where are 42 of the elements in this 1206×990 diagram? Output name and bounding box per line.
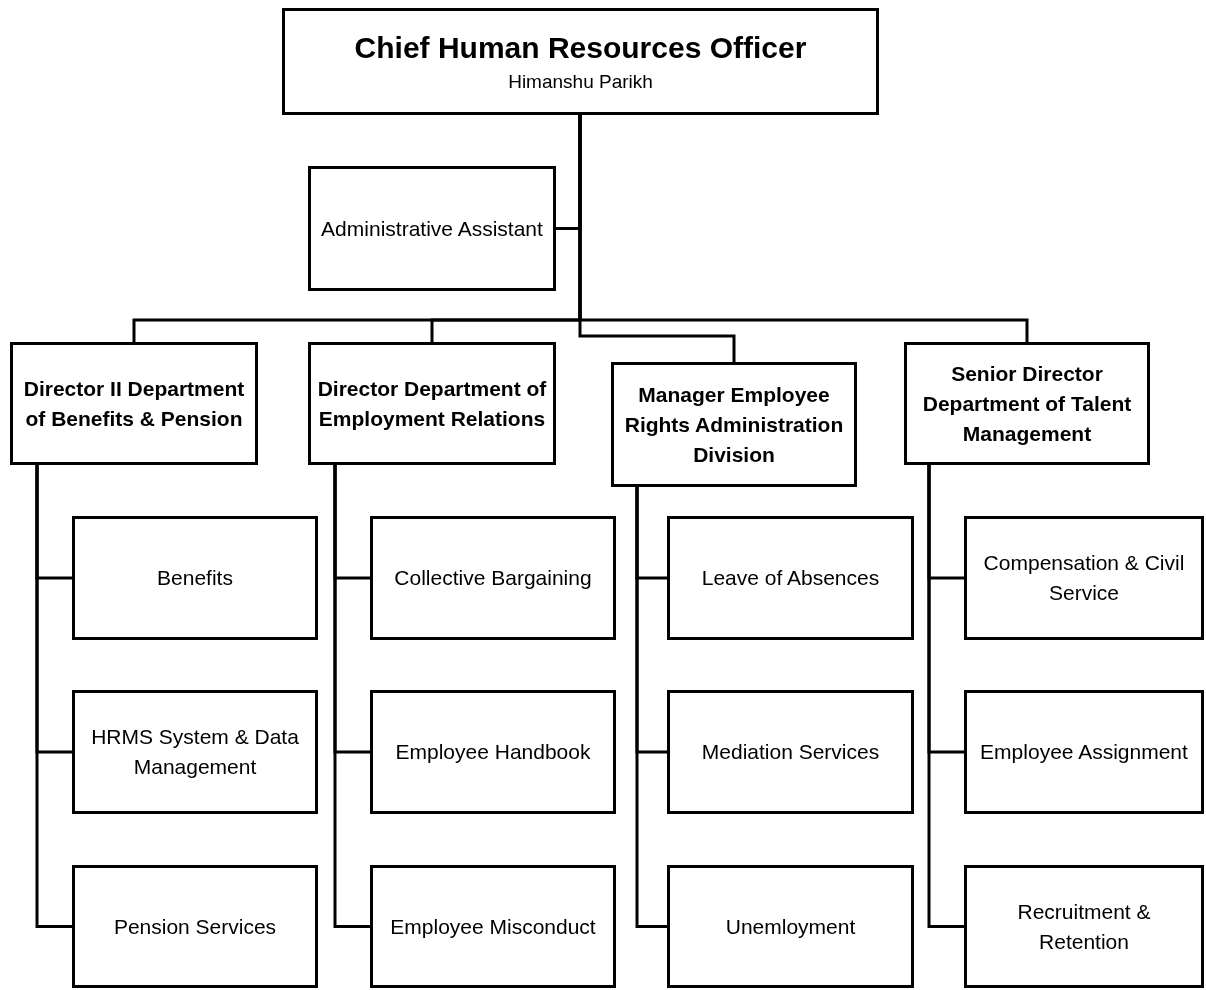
- connector-line: [333, 465, 370, 928]
- unit-name: Mediation Services: [701, 739, 880, 765]
- director-title: Manager Employee Rights Administration Division: [623, 381, 845, 468]
- connector-line: [635, 487, 667, 928]
- unit-box: [964, 516, 1204, 640]
- unit-name: Administrative Assistant: [321, 215, 543, 242]
- unit-box: [72, 690, 318, 814]
- director-box: [308, 342, 556, 465]
- executive-name: Himanshu Parikh: [508, 70, 653, 95]
- unit-name: Collective Bargaining: [394, 565, 592, 591]
- unit-box: [72, 865, 318, 988]
- unit-name: Employee Assignment: [980, 739, 1188, 765]
- director-title: Director Department of Employment Relations: [316, 375, 548, 432]
- unit-name: Employee Misconduct: [390, 913, 596, 940]
- director-box: [611, 362, 857, 487]
- unit-name: Pension Services: [113, 913, 277, 940]
- director-box: [904, 342, 1150, 465]
- director-box: [10, 342, 258, 465]
- unit-box: [72, 516, 318, 640]
- unit-box: [964, 865, 1204, 988]
- unit-name: HRMS System & Data Management: [90, 724, 300, 780]
- unit-name: Employee Handbook: [395, 739, 591, 765]
- unit-box: [964, 690, 1204, 814]
- executive-box: [282, 8, 879, 115]
- unit-box: [370, 516, 616, 640]
- unit-name: Leave of Absences: [701, 565, 880, 591]
- unit-box: [667, 865, 914, 988]
- unit-name: Recruitment & Retention: [1016, 898, 1152, 955]
- unit-box: [667, 690, 914, 814]
- director-title: Director II Department of Benefits & Pension: [22, 375, 246, 432]
- unit-box: [370, 865, 616, 988]
- unit-box: [667, 516, 914, 640]
- unit-name: Unemloyment: [725, 913, 856, 940]
- executive-title: Chief Human Resources Officer: [354, 29, 807, 66]
- unit-name: Compensation & Civil Service: [982, 550, 1186, 606]
- unit-box: [370, 690, 616, 814]
- unit-box: [308, 166, 556, 291]
- connector-line: [578, 115, 1029, 342]
- connector-line: [927, 465, 964, 928]
- unit-name: Benefits: [157, 565, 233, 591]
- director-title: Senior Director Department of Talent Management: [921, 360, 1133, 447]
- connector-line: [35, 465, 72, 928]
